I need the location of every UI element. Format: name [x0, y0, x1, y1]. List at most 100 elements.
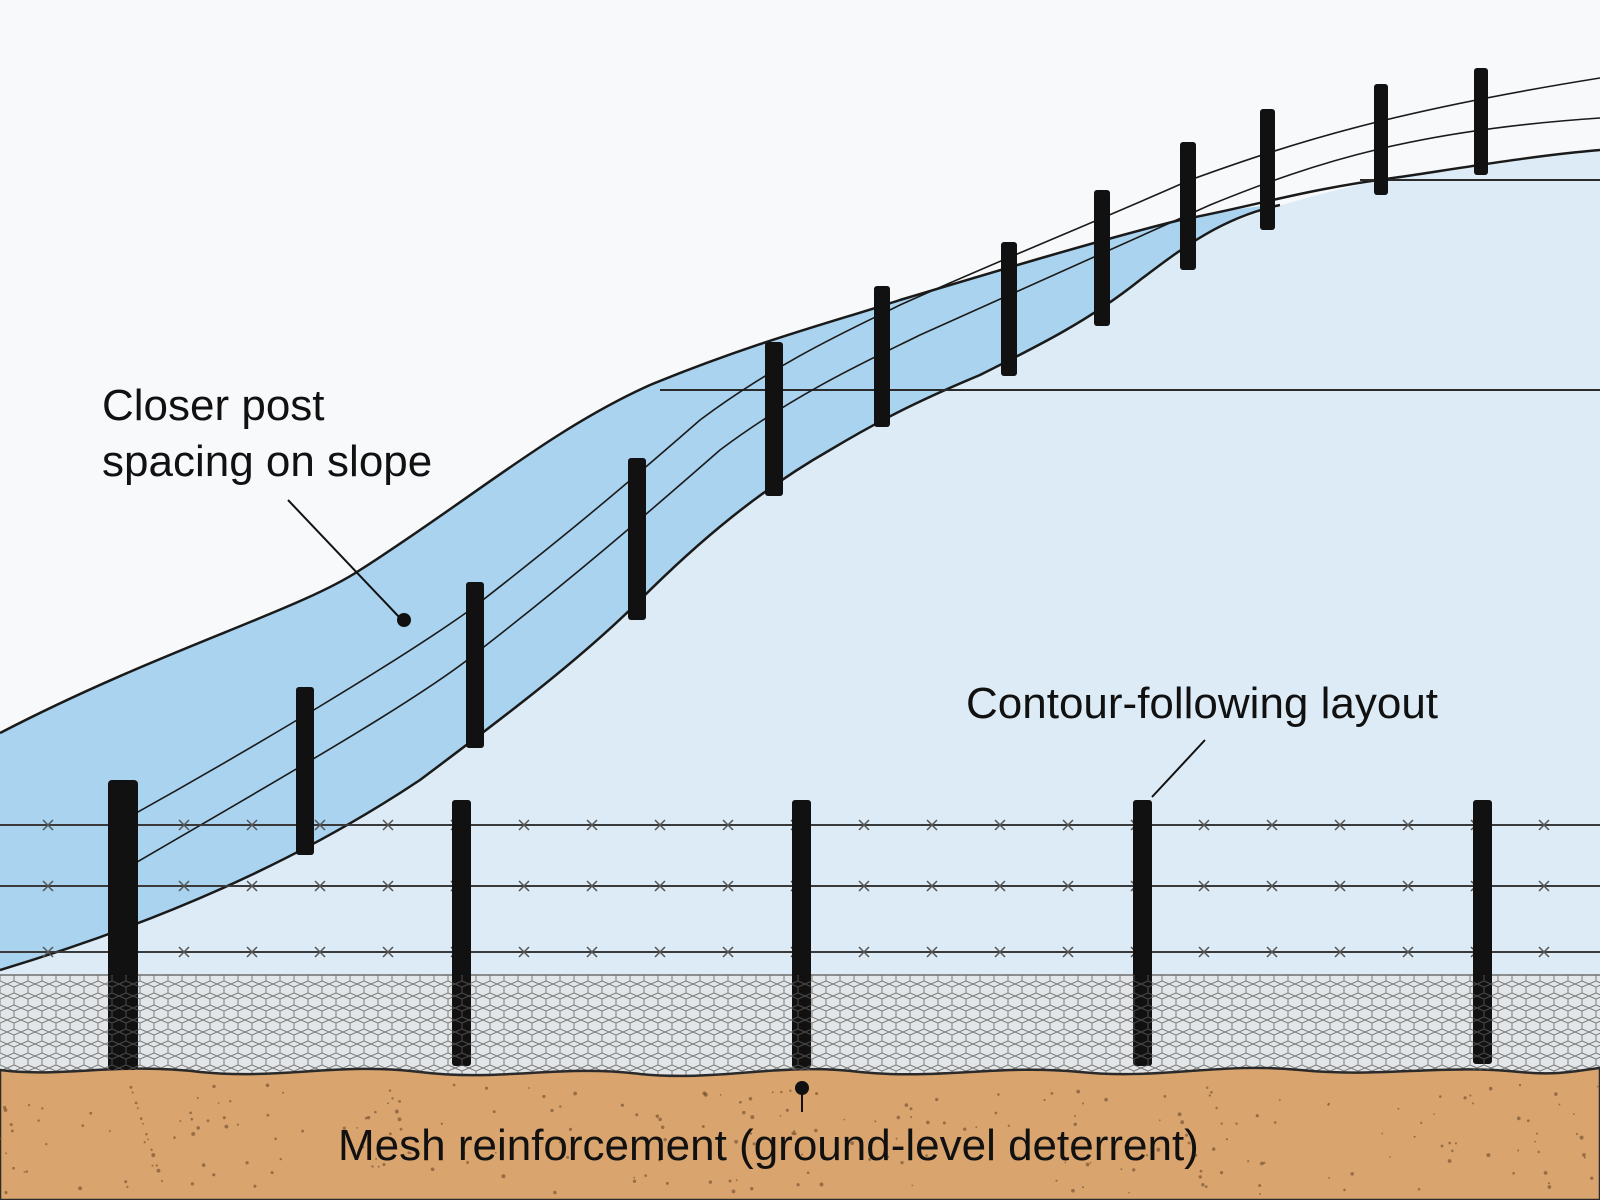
barb-icon [1402, 946, 1414, 958]
ground-speckle [874, 1120, 877, 1123]
barb-icon [314, 880, 326, 892]
ground-speckle [665, 1181, 669, 1185]
leader-dot-icon [795, 1081, 809, 1095]
ground-speckle [266, 1113, 270, 1117]
ground-speckle [911, 1184, 914, 1187]
barb-icon [858, 819, 870, 831]
ground-speckle [748, 1097, 753, 1101]
ground-speckle [4, 1191, 8, 1195]
ground-speckle [1064, 1161, 1067, 1164]
ground-speckle [658, 1158, 662, 1162]
ground-speckle [229, 1100, 232, 1103]
slope-post [1260, 109, 1275, 230]
slope-post [1374, 84, 1388, 195]
ground-speckle [41, 1107, 44, 1110]
ground-speckle [868, 1157, 872, 1161]
ground-speckle [361, 1145, 365, 1149]
ground-speckle [1074, 1114, 1076, 1117]
slope-spacing-leader [287, 499, 401, 619]
ground-speckle [814, 1128, 818, 1133]
ground-speckle [9, 1123, 13, 1127]
ground-speckle [708, 1180, 713, 1184]
ground-speckle [1573, 1113, 1575, 1115]
ground-speckle [720, 1132, 723, 1135]
ground-speckle [245, 1161, 249, 1165]
ground-speckle [399, 1127, 403, 1131]
barb-icon [178, 819, 190, 831]
barb-icon [722, 880, 734, 892]
barb-icon [518, 819, 530, 831]
barb-icon [1334, 819, 1346, 831]
ground-speckle [89, 1111, 93, 1115]
ground-speckle [1199, 1169, 1203, 1173]
ground-speckle [129, 1085, 133, 1089]
ground-speckle [124, 1180, 128, 1184]
barb-icon [518, 880, 530, 892]
ground-speckle [1454, 1142, 1457, 1145]
ground-speckle [1448, 1141, 1452, 1145]
ground-speckle [895, 1137, 898, 1140]
ground-speckle [253, 1184, 257, 1188]
ground-speckle [1582, 1153, 1586, 1157]
slope-post [628, 458, 646, 620]
ground-speckle [388, 1089, 392, 1092]
barb-icon [1266, 880, 1278, 892]
ground-speckle [407, 1151, 411, 1155]
ground-speckle [1381, 1132, 1384, 1135]
ground-speckle [750, 1115, 755, 1120]
ground-speckle [1201, 1183, 1205, 1187]
ground-speckle [1558, 1103, 1561, 1106]
ground-speckle [1050, 1092, 1054, 1095]
ground-speckle [779, 1114, 782, 1117]
ground-speckle [274, 1137, 277, 1141]
ground-speckle [542, 1094, 546, 1099]
ground-speckle [1247, 1160, 1250, 1163]
ground-speckle [925, 1120, 930, 1125]
barb-icon [246, 946, 258, 958]
barb-icon [858, 880, 870, 892]
barb-icon [1334, 880, 1346, 892]
ground-speckle [819, 1182, 824, 1187]
ground-speckle [1085, 1162, 1090, 1167]
barb-icon [1062, 880, 1074, 892]
ground-speckle [78, 1186, 83, 1191]
ground-speckle [1007, 1124, 1010, 1127]
ground-speckle [620, 1103, 624, 1107]
ground-speckle [566, 1155, 570, 1159]
ground-speckle [1537, 1150, 1540, 1154]
ground-speckle [1177, 1112, 1182, 1117]
slope-band-bottom-edge [0, 203, 1281, 972]
barb-icon [1402, 880, 1414, 892]
barb-icon [1198, 946, 1210, 958]
ground-speckle [573, 1091, 577, 1096]
ground-speckle [935, 1097, 939, 1102]
ground-speckle [1420, 1121, 1423, 1124]
ground-speckle [126, 1185, 129, 1188]
ground-speckle [962, 1127, 967, 1131]
ground-speckle [452, 1083, 456, 1087]
ground-speckle [1204, 1185, 1208, 1189]
ground-speckle [382, 1162, 386, 1167]
barb-icon [586, 819, 598, 831]
ground-speckle [796, 1183, 800, 1187]
ground-speckle [45, 1142, 48, 1146]
ground-speckle [282, 1091, 284, 1094]
ground-speckle [1260, 1161, 1264, 1166]
barb-icon [518, 946, 530, 958]
ground-speckle [1486, 1153, 1491, 1158]
ground-speckle [160, 1180, 164, 1183]
ground-speckle [806, 1171, 810, 1175]
ground-speckle [375, 1157, 378, 1160]
ground-speckle [27, 1103, 31, 1107]
ground-speckle [734, 1139, 738, 1144]
ground-speckle [635, 1113, 639, 1117]
barb-icon [1538, 880, 1550, 892]
ground-speckle [1056, 1138, 1059, 1140]
ground-speckle [1082, 1102, 1085, 1105]
ground-speckle [553, 1190, 557, 1195]
ground-speckle [735, 1179, 738, 1182]
barb-icon [858, 946, 870, 958]
ground-speckle [1417, 1188, 1421, 1191]
slope-spacing-label-line2: spacing on slope [102, 437, 432, 486]
ground-speckle [1124, 1144, 1128, 1149]
